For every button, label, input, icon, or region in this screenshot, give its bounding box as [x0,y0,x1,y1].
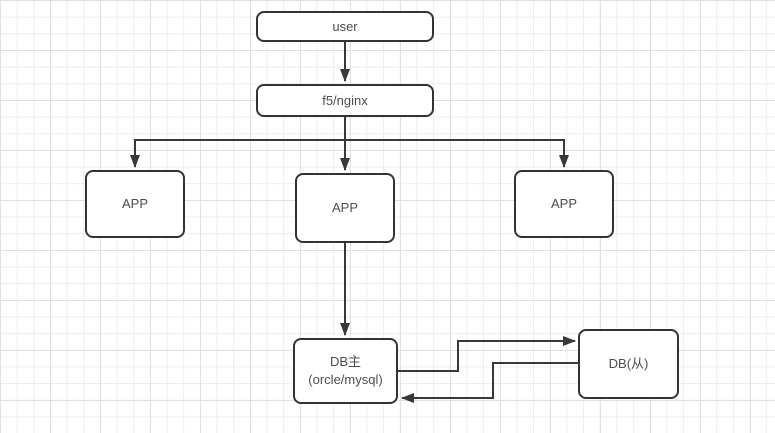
node-db-slave[interactable]: DB(从) [578,329,679,399]
node-app-middle[interactable]: APP [295,173,395,243]
node-db-master-label: DB主 [329,354,362,370]
edge-db-master-to-db-slave[interactable] [398,336,576,372]
edge-lb-to-app-left[interactable] [130,139,345,168]
node-db-slave-label: DB(从) [608,356,649,372]
node-user[interactable]: user [256,11,434,42]
node-user-label: user [332,18,358,34]
node-app-left[interactable]: APP [85,170,185,238]
node-app-right-label: APP [550,196,577,212]
edge-db-slave-to-db-master[interactable] [401,362,578,403]
edge-lb-to-app-right[interactable] [345,139,569,168]
node-load-balancer[interactable]: f5/nginx [256,84,434,117]
node-db-master[interactable]: DB主 (orcle/mysql) [293,338,398,404]
node-db-master-sublabel: (orcle/mysql) [308,372,383,387]
node-app-left-label: APP [121,196,148,212]
node-load-balancer-label: f5/nginx [322,92,368,108]
node-app-right[interactable]: APP [514,170,614,238]
node-app-middle-label: APP [331,200,358,216]
